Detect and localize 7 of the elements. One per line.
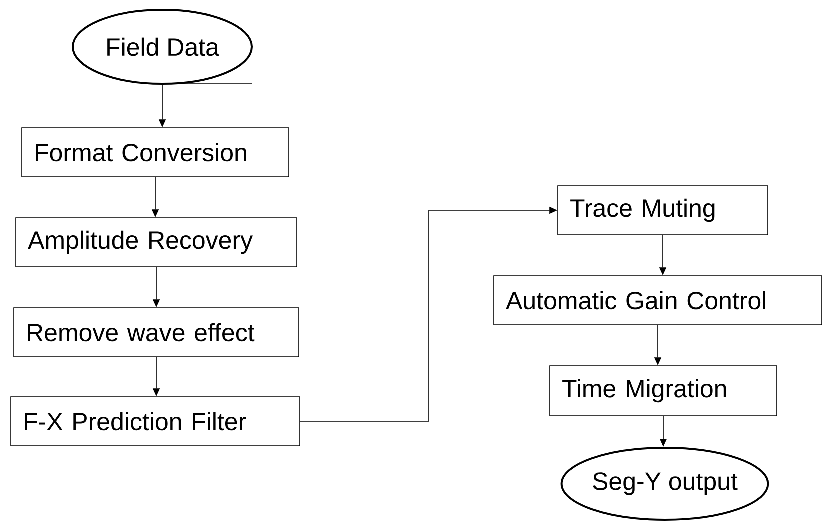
process-box: Automatic Gain Control [494, 276, 822, 326]
process-box: Format Conversion [22, 128, 290, 178]
process-box: F-X Prediction Filter [10, 396, 300, 446]
process-box: Time Migration [550, 366, 778, 416]
process-box: Remove wave effect [14, 308, 300, 358]
process-box: Amplitude Recovery [16, 218, 298, 268]
process-box: Trace Muting [558, 186, 768, 236]
